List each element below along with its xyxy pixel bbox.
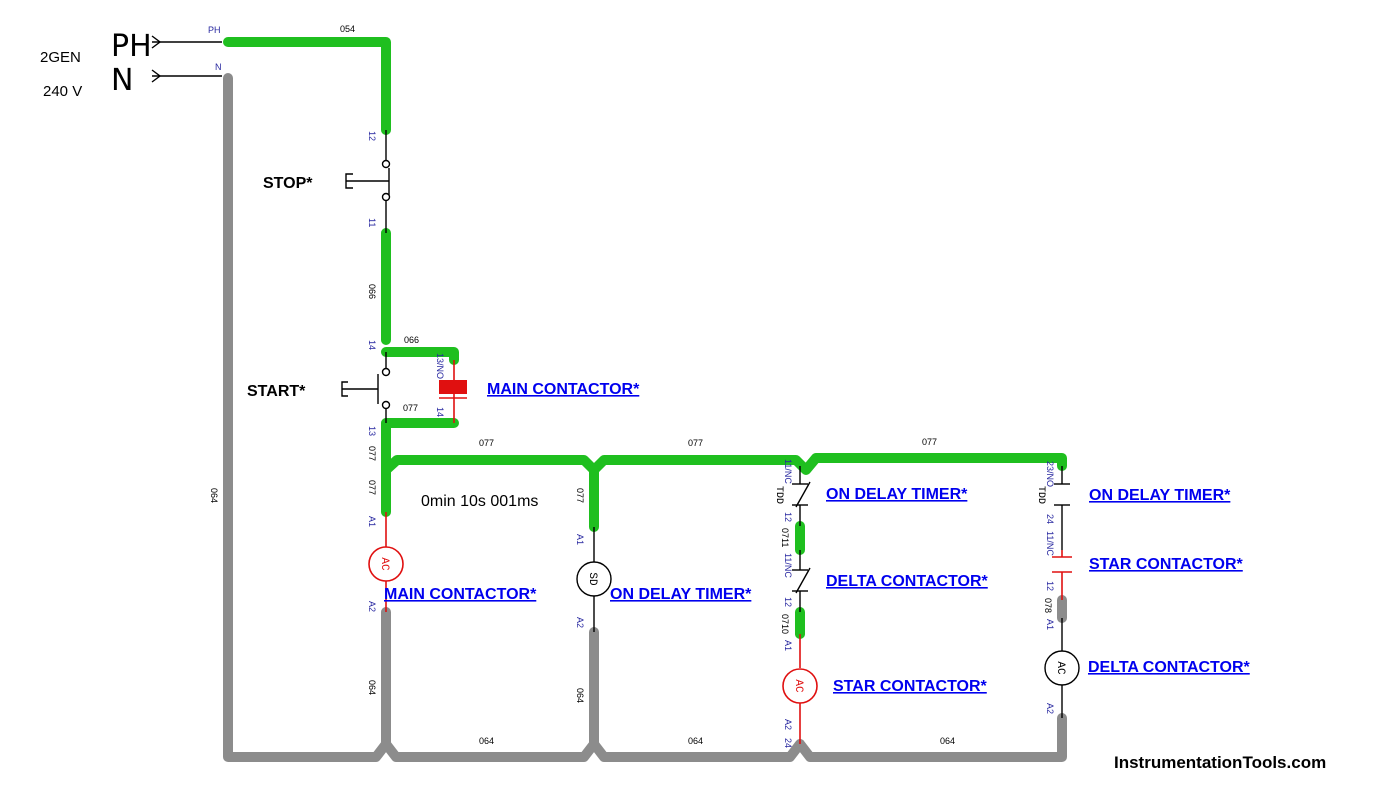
pin-label: 11/NC (1045, 531, 1055, 556)
wire-064-return (223, 73, 1067, 762)
pin-label: 13 (367, 426, 377, 436)
wire-number: 077 (575, 488, 585, 503)
wire-number: 077 (367, 446, 377, 461)
on-delay-timer-coil[interactable]: SD (576, 527, 612, 632)
on-delay-timer-link[interactable]: ON DELAY TIMER* (610, 586, 752, 603)
pin-label: 24 (1045, 514, 1055, 524)
brand-watermark: InstrumentationTools.com (1114, 753, 1326, 772)
source-name: 2GEN (40, 49, 81, 66)
pin-label: A1 (783, 640, 793, 651)
pin-label: A1 (575, 534, 585, 545)
wire-number: 078 (1043, 598, 1053, 613)
start-pushbutton[interactable]: START* (247, 352, 391, 423)
stop-pushbutton[interactable]: STOP* (263, 130, 391, 233)
start-label: START* (247, 383, 306, 400)
pin-label: A2 (1045, 703, 1055, 714)
pin-label: 14 (435, 407, 445, 417)
timer-nc-contact: TDD (773, 466, 811, 526)
neutral-arrow-icon (151, 69, 162, 83)
de-energized-wires (223, 73, 1067, 762)
delta-contactor-coil[interactable]: AC (1044, 618, 1080, 718)
pin-label: A2 (575, 617, 585, 628)
wire-number: 064 (209, 488, 219, 503)
main-contactor-link[interactable]: MAIN CONTACTOR* (384, 586, 537, 603)
pin-label: 23/NO (1045, 461, 1055, 487)
phase-symbol: PH (111, 29, 152, 64)
tdd-glyph: TDD (773, 486, 784, 504)
wire-number: 077 (922, 437, 937, 447)
coil-ac-glyph-delta: AC (1054, 661, 1066, 675)
pin-label: 11 (367, 218, 377, 227)
wire-number: 064 (367, 680, 377, 695)
timer-display: 0min 10s 001ms (421, 493, 538, 510)
main-contactor-link-top[interactable]: MAIN CONTACTOR* (487, 381, 640, 398)
wire-number: 066 (367, 284, 377, 299)
wire-number: 0710 (780, 614, 790, 634)
n-terminal: N (215, 62, 222, 72)
delta-contactor-nc-link[interactable]: DELTA CONTACTOR* (826, 573, 989, 590)
pin-label: A2 (783, 719, 793, 730)
tdd-glyph-2: TDD (1035, 486, 1046, 504)
coil-sd-glyph: SD (586, 572, 598, 586)
pin-label: 11/NC (783, 553, 793, 578)
delta-nc-contact (792, 550, 811, 612)
wire-number: 064 (575, 688, 585, 703)
wire-number: 077 (479, 438, 494, 448)
closed-contact-icon (439, 380, 467, 394)
neutral-symbol: N (111, 63, 133, 98)
pin-label: 12 (1045, 581, 1055, 591)
pin-labels: 12 11 14 13 13/NO 14 A1 A2 A1 A2 11/NC 1… (367, 131, 1055, 748)
wire-number: 077 (403, 403, 418, 413)
wire-077-branch (381, 418, 459, 443)
wire-number: 064 (688, 736, 703, 746)
wire-number: 077 (367, 480, 377, 495)
wire-number: 064 (940, 736, 955, 746)
pin-label: A2 (367, 601, 377, 612)
main-contactor-holding-contact (439, 360, 467, 423)
coil-ac-glyph: AC (378, 557, 390, 571)
pin-label: 24 (783, 738, 793, 748)
wire-077-bus (381, 453, 1067, 475)
wire-066-branch (381, 347, 459, 365)
wire-number: 077 (688, 438, 703, 448)
wire-number: 054 (340, 24, 355, 34)
star-contactor-nc-link[interactable]: STAR CONTACTOR* (1089, 556, 1244, 573)
wire-number: 0711 (780, 528, 790, 547)
timer-no-contact: TDD (1035, 466, 1070, 550)
phase-arrow-icon (151, 35, 162, 49)
coil-ac-glyph-star: AC (792, 679, 804, 693)
pin-label: 11/NC (783, 459, 793, 484)
wire-number: 064 (479, 736, 494, 746)
pin-label: 14 (367, 340, 377, 350)
main-contactor-coil[interactable]: AC (368, 512, 404, 612)
on-delay-timer-nc-link[interactable]: ON DELAY TIMER* (826, 486, 968, 503)
star-contactor-link[interactable]: STAR CONTACTOR* (833, 678, 988, 695)
star-contactor-coil[interactable]: AC (782, 634, 818, 744)
delta-contactor-link[interactable]: DELTA CONTACTOR* (1088, 659, 1251, 676)
on-delay-timer-no-link[interactable]: ON DELAY TIMER* (1089, 487, 1231, 504)
power-source: PH N 2GEN 240 V PH N (40, 25, 222, 100)
ph-terminal: PH (208, 25, 221, 35)
pin-label: 12 (783, 512, 793, 522)
energized-wires (223, 37, 1067, 639)
source-voltage: 240 V (43, 83, 82, 100)
pin-label: 12 (783, 597, 793, 607)
stop-label: STOP* (263, 175, 313, 192)
star-nc-contact (1052, 550, 1072, 600)
pin-label: A1 (1045, 619, 1055, 630)
wire-numbers: 054 066 066 077 077 077 077 077 077 077 … (209, 24, 1053, 746)
pin-label: 12 (367, 131, 377, 141)
wire-number: 066 (404, 335, 419, 345)
pin-label: A1 (367, 516, 377, 527)
pin-label: 13/NO (435, 353, 445, 379)
wire-054 (223, 37, 391, 135)
